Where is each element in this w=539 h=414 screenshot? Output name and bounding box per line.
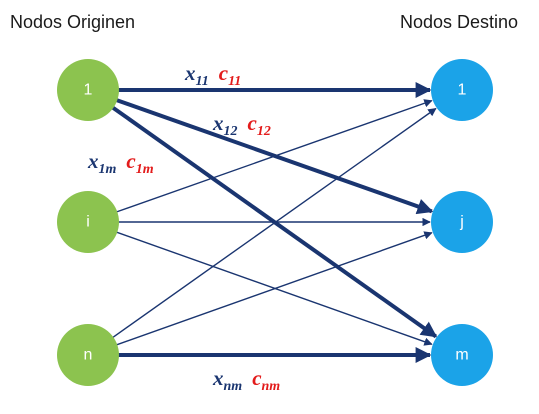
flow-variable: x <box>184 61 196 85</box>
origin-node-n: n <box>57 324 119 386</box>
destination-node-circle <box>431 59 493 121</box>
origin-nodes-title: Nodos Originen <box>10 12 136 32</box>
origin-node-circle <box>57 59 119 121</box>
destination-node-1: 1 <box>431 59 493 121</box>
flow-variable-subscript: nm <box>224 379 243 394</box>
cost-variable-subscript: 12 <box>257 124 271 139</box>
flow-variable: x <box>212 111 224 135</box>
edge-oi-d1 <box>116 99 433 213</box>
flow-variable: x <box>87 149 99 173</box>
edges <box>111 82 438 363</box>
edge-on-d1 <box>112 107 437 339</box>
flow-variable: x <box>212 366 224 390</box>
nodes: 1 i n 1 j m <box>57 59 493 386</box>
cost-variable-subscript: nm <box>262 379 281 394</box>
origin-node-label: 1 <box>84 82 93 99</box>
cost-variable: c <box>219 61 229 85</box>
destination-node-j: j <box>431 191 493 253</box>
destination-node-label: 1 <box>458 82 467 99</box>
cost-variable: c <box>126 149 136 173</box>
flow-variable-subscript: 1m <box>99 162 117 177</box>
edge-on-dj <box>116 231 433 346</box>
destination-node-label: m <box>455 347 468 364</box>
cost-variable-subscript: 11 <box>228 74 241 89</box>
origin-node-label: i <box>86 214 90 231</box>
destination-node-circle <box>431 191 493 253</box>
origin-node-circle <box>57 191 119 253</box>
origin-node-label: n <box>84 347 93 364</box>
cost-variable-subscript: 1m <box>136 162 154 177</box>
flow-variable-subscript: 11 <box>196 74 209 89</box>
destination-node-m: m <box>431 324 493 386</box>
flow-variable-subscript: 12 <box>224 124 238 139</box>
origin-node-circle <box>57 324 119 386</box>
destination-node-circle <box>431 324 493 386</box>
origin-node-1: 1 <box>57 59 119 121</box>
destination-node-label: j <box>459 214 464 231</box>
cost-variable: c <box>252 366 262 390</box>
origin-node-i: i <box>57 191 119 253</box>
cost-variable: c <box>248 111 258 135</box>
destination-nodes-title: Nodos Destino <box>400 12 519 32</box>
